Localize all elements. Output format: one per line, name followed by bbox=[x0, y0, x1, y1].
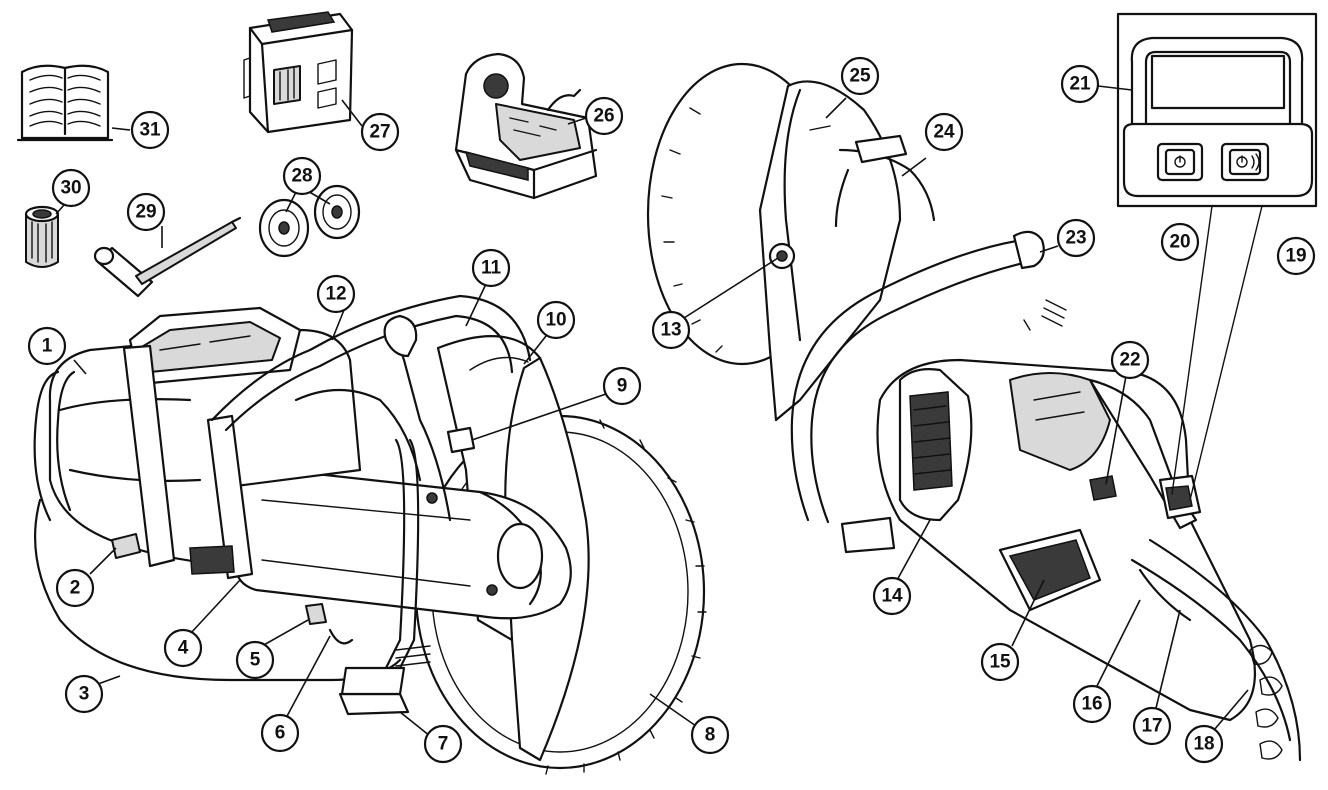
callout-2: 2 bbox=[55, 568, 95, 608]
callout-23: 23 bbox=[1056, 218, 1096, 258]
svg-text:30: 30 bbox=[60, 178, 81, 199]
svg-text:21: 21 bbox=[1069, 74, 1091, 95]
control-panel-inset bbox=[1116, 12, 1318, 501]
callout-15: 15 bbox=[980, 642, 1020, 682]
power-button-icon[interactable] bbox=[1156, 142, 1204, 182]
svg-text:8: 8 bbox=[705, 725, 716, 746]
svg-text:31: 31 bbox=[139, 120, 161, 141]
svg-text:29: 29 bbox=[135, 202, 156, 223]
svg-text:19: 19 bbox=[1285, 246, 1306, 267]
callout-19: 19 bbox=[1276, 236, 1316, 276]
callout-8: 8 bbox=[690, 715, 730, 755]
svg-text:16: 16 bbox=[1081, 694, 1102, 715]
svg-text:27: 27 bbox=[369, 122, 390, 143]
callout-14: 14 bbox=[872, 576, 912, 616]
svg-text:5: 5 bbox=[250, 650, 261, 671]
socket-wrench-icon bbox=[24, 205, 60, 268]
svg-text:7: 7 bbox=[438, 734, 449, 755]
combination-key-icon bbox=[93, 216, 242, 298]
blade-flanges-icon bbox=[258, 184, 361, 258]
svg-text:1: 1 bbox=[42, 336, 53, 357]
callout-30: 30 bbox=[51, 168, 91, 208]
svg-text:28: 28 bbox=[291, 166, 312, 187]
battery-pack-icon bbox=[243, 11, 354, 134]
svg-text:18: 18 bbox=[1193, 734, 1214, 755]
svg-text:17: 17 bbox=[1141, 716, 1162, 737]
svg-text:13: 13 bbox=[660, 320, 681, 341]
svg-text:25: 25 bbox=[849, 66, 871, 87]
callout-27: 27 bbox=[360, 112, 400, 152]
svg-text:22: 22 bbox=[1119, 350, 1140, 371]
svg-text:20: 20 bbox=[1169, 232, 1190, 253]
callout-10: 10 bbox=[536, 300, 576, 340]
front-handle-rear bbox=[790, 238, 1024, 522]
svg-text:11: 11 bbox=[481, 258, 502, 279]
svg-text:23: 23 bbox=[1065, 228, 1086, 249]
svg-text:14: 14 bbox=[881, 586, 903, 607]
callout-4: 4 bbox=[163, 628, 203, 668]
leader-lines bbox=[55, 85, 1249, 737]
svg-text:2: 2 bbox=[70, 578, 81, 599]
power-cutter-left-view bbox=[33, 294, 707, 775]
callout-21: 21 bbox=[1060, 64, 1100, 104]
mode-button-icon[interactable] bbox=[1220, 142, 1270, 182]
front-foot bbox=[338, 692, 410, 716]
callout-7: 7 bbox=[423, 724, 463, 764]
rear-handle bbox=[33, 370, 60, 522]
callout-24: 24 bbox=[924, 112, 964, 152]
callout-3: 3 bbox=[64, 674, 104, 714]
callout-18: 18 bbox=[1184, 724, 1224, 764]
svg-text:3: 3 bbox=[79, 684, 90, 705]
svg-text:12: 12 bbox=[325, 284, 346, 305]
callout-9: 9 bbox=[602, 366, 642, 406]
callout-25: 25 bbox=[840, 56, 880, 96]
callout-12: 12 bbox=[316, 274, 356, 314]
svg-text:24: 24 bbox=[933, 122, 955, 143]
callout-16: 16 bbox=[1072, 684, 1112, 724]
battery-charger-icon bbox=[454, 52, 598, 200]
svg-text:4: 4 bbox=[178, 638, 189, 659]
svg-text:26: 26 bbox=[593, 106, 614, 127]
callout-28: 28 bbox=[282, 156, 322, 196]
callout-1: 1 bbox=[27, 326, 67, 366]
power-cutter-right-view bbox=[646, 62, 1302, 762]
svg-text:15: 15 bbox=[989, 652, 1011, 673]
callout-20: 20 bbox=[1160, 222, 1200, 262]
callout-6: 6 bbox=[260, 713, 300, 753]
front-handle bbox=[210, 294, 532, 422]
svg-text:6: 6 bbox=[275, 723, 286, 744]
callout-17: 17 bbox=[1132, 706, 1172, 746]
svg-text:9: 9 bbox=[617, 376, 628, 397]
blade-guard-rear bbox=[758, 80, 902, 422]
callout-11: 11 bbox=[471, 248, 511, 288]
callout-5: 5 bbox=[235, 640, 275, 680]
callout-13: 13 bbox=[651, 310, 691, 350]
callout-29: 29 bbox=[126, 192, 166, 232]
open-book-icon bbox=[16, 64, 114, 142]
callout-22: 22 bbox=[1110, 340, 1150, 380]
callout-31: 31 bbox=[130, 110, 170, 150]
svg-text:10: 10 bbox=[545, 310, 566, 331]
callout-26: 26 bbox=[584, 96, 624, 136]
